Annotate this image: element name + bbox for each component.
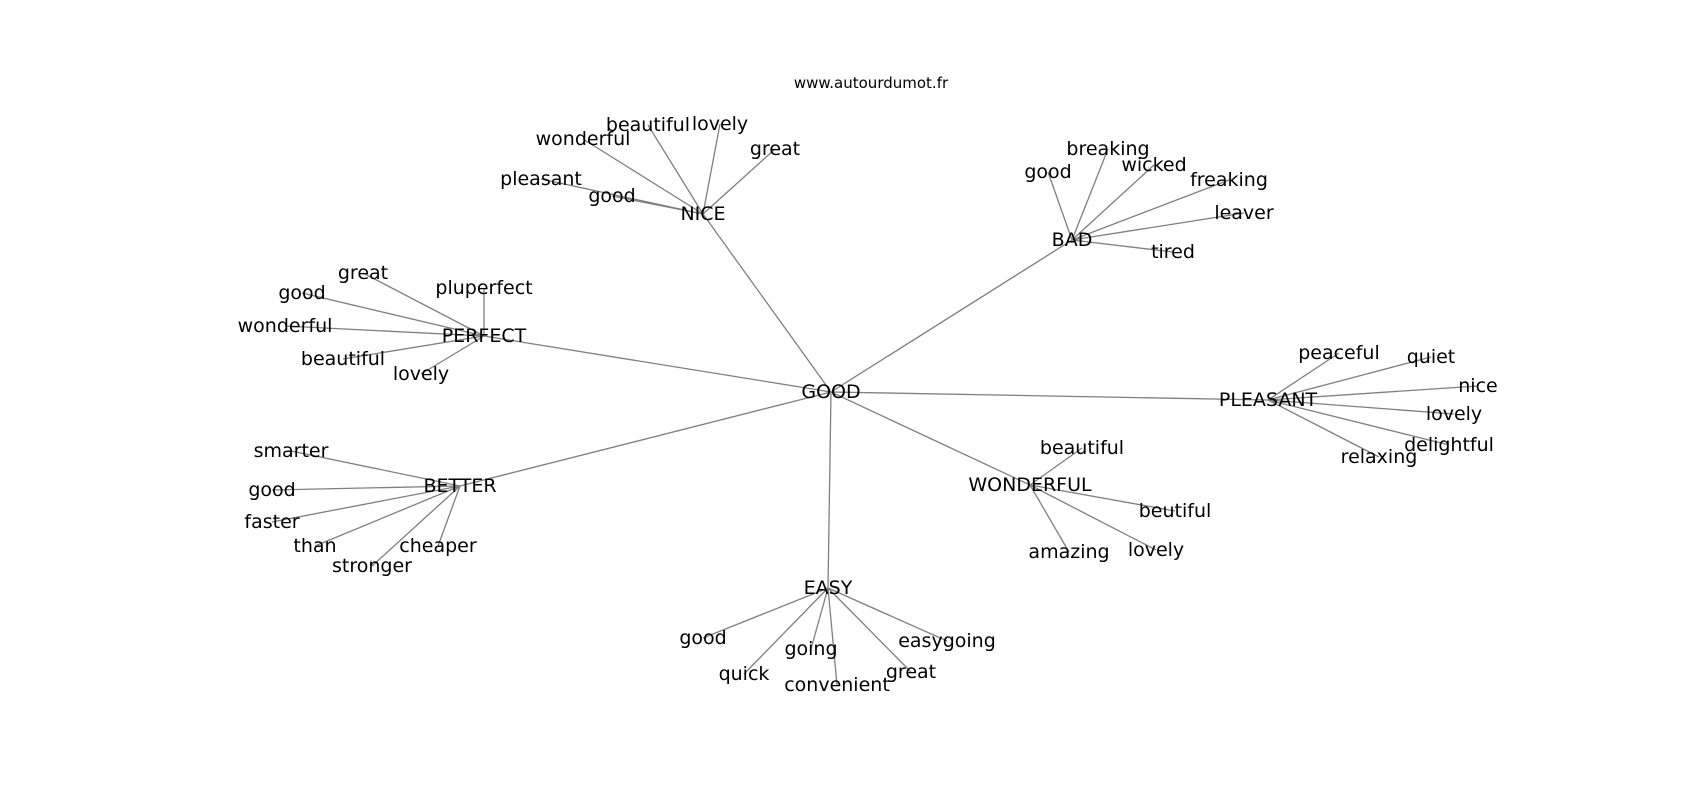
node-word-nice-good: good (588, 185, 635, 207)
node-word-perfect-pluperfect: pluperfect (435, 277, 532, 299)
node-word-wonderful-beutiful: beutiful (1139, 500, 1212, 522)
edge-root-bad (830, 239, 1073, 393)
node-word-nice-lovely: lovely (692, 113, 748, 135)
edges-layer (271, 123, 1479, 686)
node-hub-perfect: PERFECT (442, 325, 527, 347)
node-hub-nice: NICE (680, 203, 725, 225)
node-word-nice-beautiful: beautiful (606, 114, 690, 136)
edge-pleasant-peaceful (1267, 352, 1340, 401)
node-word-easy-great: great (886, 661, 936, 683)
node-word-perfect-beautiful: beautiful (301, 348, 385, 370)
edge-perfect-good (301, 292, 485, 337)
edge-wonderful-amazing (1029, 484, 1070, 553)
edge-nice-beautiful (647, 124, 704, 215)
edge-better-smarter (290, 450, 461, 487)
node-word-nice-wonderful: wonderful (536, 128, 631, 150)
node-word-better-faster: faster (244, 511, 299, 533)
node-word-pleasant-nice: nice (1458, 375, 1497, 397)
node-word-easy-convenient: convenient (784, 674, 890, 696)
edge-wonderful-lovely (1029, 484, 1157, 551)
node-word-bad-wicked: wicked (1121, 154, 1186, 176)
node-word-wonderful-beautiful: beautiful (1040, 437, 1124, 459)
edge-pleasant-relaxing (1267, 399, 1380, 458)
edge-nice-good (611, 195, 704, 215)
node-word-better-than: than (293, 535, 336, 557)
edge-better-faster (271, 485, 461, 523)
node-hub-easy: EASY (804, 577, 853, 599)
edge-bad-good (1047, 171, 1073, 241)
edge-nice-great (702, 148, 776, 215)
edge-easy-quick (743, 587, 829, 675)
node-word-nice-great: great (750, 138, 800, 160)
edge-better-good (271, 485, 461, 491)
node-word-perfect-good: good (278, 282, 325, 304)
edge-nice-wonderful (582, 138, 704, 215)
node-word-perfect-wonderful: wonderful (238, 315, 333, 337)
edge-root-better (459, 391, 832, 487)
node-word-better-good: good (248, 479, 295, 501)
node-word-easy-easygoing: easygoing (898, 630, 996, 652)
node-word-better-smarter: smarter (254, 440, 329, 462)
node-word-wonderful-amazing: amazing (1028, 541, 1109, 563)
edge-pleasant-lovely (1267, 399, 1455, 415)
edge-bad-leaver (1071, 212, 1245, 241)
edge-nice-lovely (702, 123, 721, 215)
node-word-pleasant-relaxing: relaxing (1341, 446, 1418, 468)
node-word-better-stronger: stronger (332, 555, 412, 577)
node-word-better-cheaper: cheaper (399, 535, 477, 557)
node-word-perfect-lovely: lovely (393, 363, 449, 385)
node-word-pleasant-delightful: delightful (1404, 434, 1494, 456)
edge-pleasant-nice (1267, 385, 1479, 401)
node-word-bad-freaking: freaking (1190, 169, 1268, 191)
node-word-pleasant-peaceful: peaceful (1298, 342, 1380, 364)
edge-perfect-beautiful (342, 335, 485, 360)
node-word-pleasant-quiet: quiet (1407, 346, 1456, 368)
node-word-easy-going: going (784, 638, 837, 660)
edge-better-than (314, 485, 461, 547)
edge-bad-breaking (1071, 148, 1109, 241)
edge-easy-easygoing (827, 587, 948, 642)
edge-root-easy (827, 391, 832, 589)
edge-root-perfect (483, 335, 832, 393)
node-word-easy-good: good (679, 627, 726, 649)
node-hub-better: BETTER (423, 475, 496, 497)
edge-easy-going (810, 587, 829, 650)
node-word-easy-quick: quick (719, 663, 770, 685)
edge-pleasant-delightful (1267, 399, 1450, 446)
node-root: GOOD (801, 381, 860, 403)
edge-bad-tired (1071, 239, 1174, 253)
node-hub-pleasant: PLEASANT (1219, 389, 1318, 411)
source-label: www.autourdumot.fr (794, 74, 949, 92)
node-word-pleasant-lovely: lovely (1426, 403, 1482, 425)
edge-wonderful-beutiful (1029, 484, 1176, 512)
edge-better-stronger (371, 485, 461, 567)
node-word-bad-leaver: leaver (1214, 202, 1274, 224)
node-hub-wonderful: WONDERFUL (968, 474, 1092, 496)
edge-root-wonderful (830, 391, 1031, 486)
node-word-bad-breaking: breaking (1066, 138, 1149, 160)
node-word-wonderful-lovely: lovely (1128, 539, 1184, 561)
node-word-bad-tired: tired (1151, 241, 1195, 263)
node-hub-bad: BAD (1052, 229, 1093, 251)
node-word-bad-good: good (1024, 161, 1071, 183)
node-word-nice-pleasant: pleasant (500, 168, 582, 190)
edge-easy-good (702, 587, 829, 639)
edge-bad-wicked (1071, 164, 1155, 241)
edge-easy-great (827, 587, 912, 673)
edge-perfect-great (362, 272, 485, 337)
node-word-perfect-great: great (338, 262, 388, 284)
edge-perfect-lovely (420, 335, 485, 375)
edge-root-pleasant (830, 391, 1269, 401)
edge-better-cheaper (437, 485, 461, 547)
edge-bad-freaking (1071, 179, 1230, 241)
edge-wonderful-beautiful (1029, 447, 1083, 486)
edge-easy-convenient (827, 587, 838, 686)
edge-perfect-wonderful (284, 325, 485, 337)
edge-pleasant-quiet (1267, 356, 1432, 401)
edge-root-nice (702, 213, 832, 393)
